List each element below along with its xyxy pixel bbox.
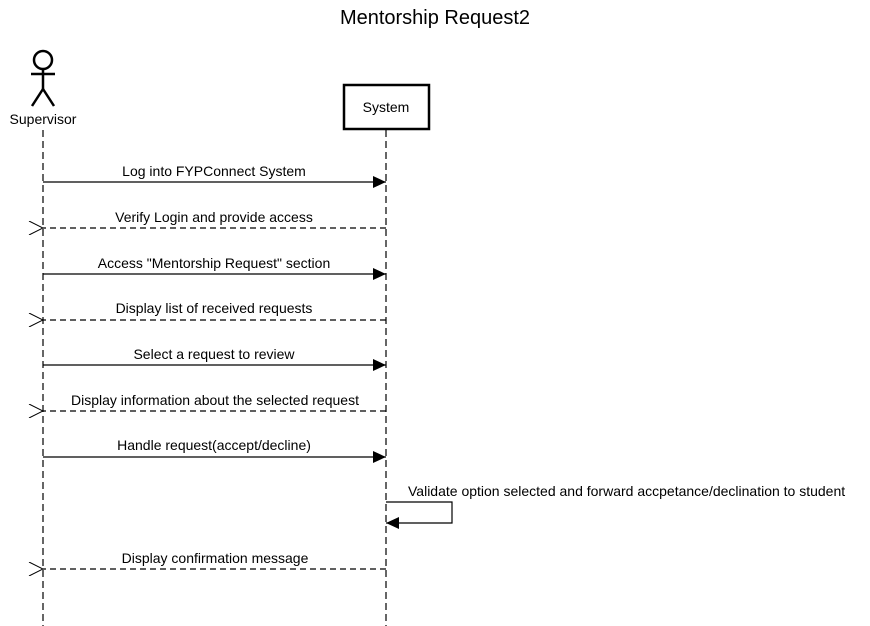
supervisor-actor-icon xyxy=(30,49,56,107)
message-label: Verify Login and provide access xyxy=(115,209,313,225)
message-label: Access "Mentorship Request" section xyxy=(98,255,331,271)
message-6: Display information about the selected r… xyxy=(43,392,386,411)
message-4: Display list of received requests xyxy=(43,300,386,320)
message-label: Log into FYPConnect System xyxy=(122,163,306,179)
message-1: Log into FYPConnect System xyxy=(43,163,386,188)
message-2: Verify Login and provide access xyxy=(43,209,386,228)
message-8-self: Validate option selected and forward acc… xyxy=(386,483,845,529)
message-label: Handle request(accept/decline) xyxy=(117,437,311,453)
message-label: Validate option selected and forward acc… xyxy=(408,483,845,499)
message-label: Select a request to review xyxy=(133,346,295,362)
system-label: System xyxy=(363,99,410,115)
message-9: Display confirmation message xyxy=(43,550,386,569)
message-label: Display list of received requests xyxy=(116,300,313,316)
message-5: Select a request to review xyxy=(43,346,386,371)
message-label: Display confirmation message xyxy=(122,550,309,566)
message-7: Handle request(accept/decline) xyxy=(43,437,386,463)
message-label: Display information about the selected r… xyxy=(71,392,359,408)
diagram-title: Mentorship Request2 xyxy=(340,7,530,29)
supervisor-label: Supervisor xyxy=(10,111,77,127)
message-3: Access "Mentorship Request" section xyxy=(43,255,386,280)
system-participant-box xyxy=(342,83,431,131)
